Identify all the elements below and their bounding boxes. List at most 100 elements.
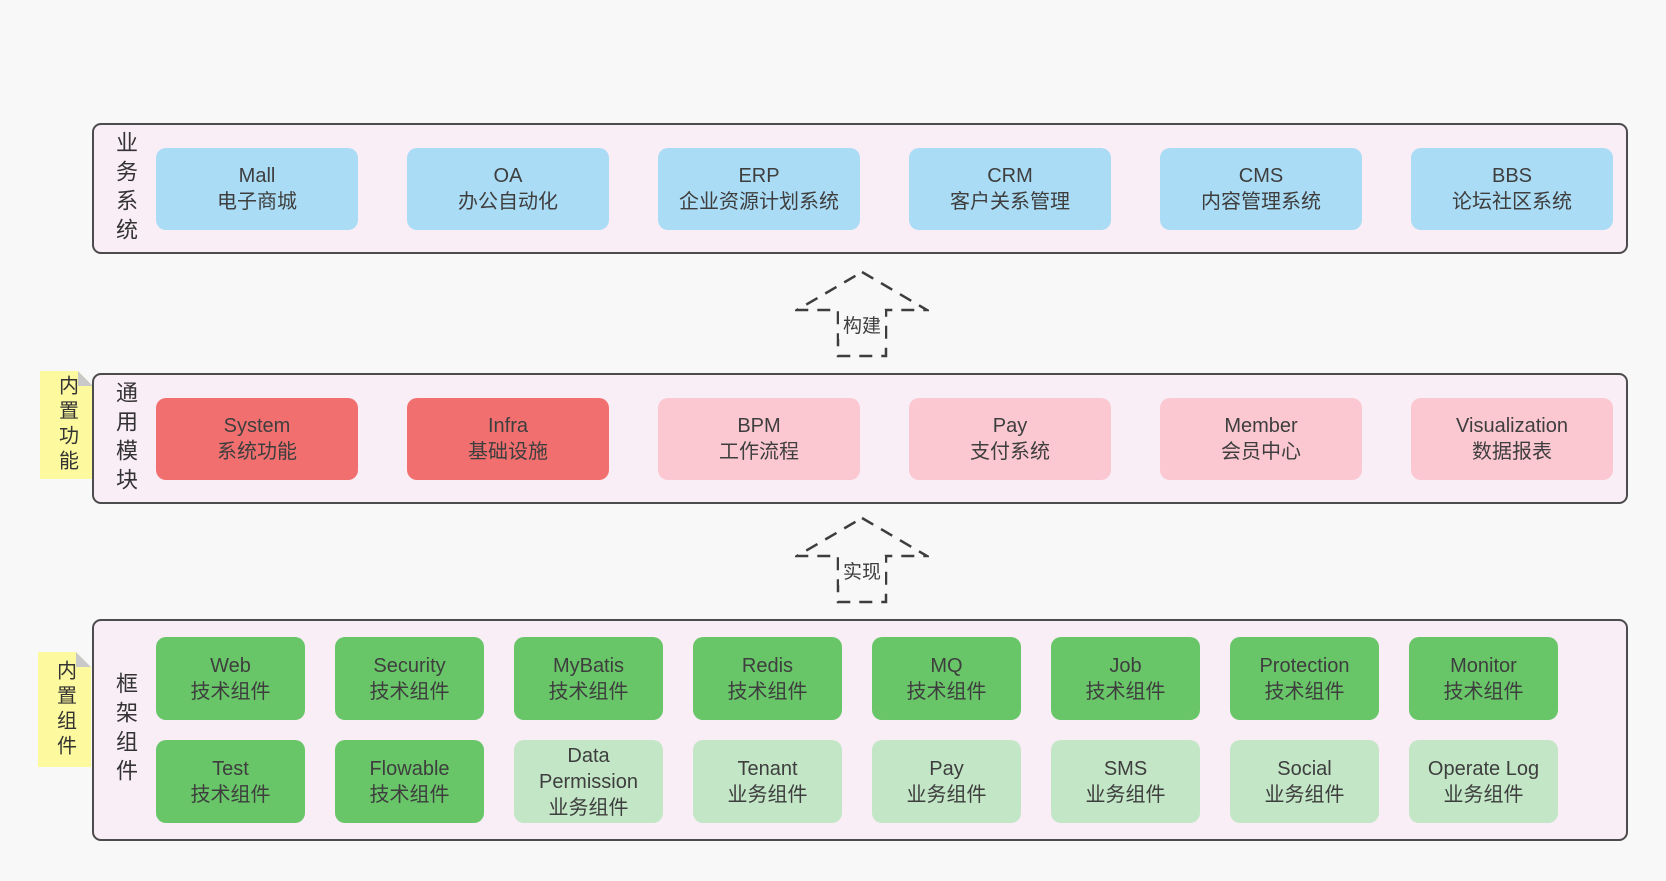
module-box: Web 技术组件 (156, 637, 305, 720)
layer-title-common-modules: 通用模块 (113, 380, 138, 497)
module-name-en: Infra (487, 414, 529, 437)
module-name-en: SMS (1103, 757, 1148, 780)
module-name-en: Monitor (1450, 654, 1517, 677)
module-box: Monitor 技术组件 (1409, 637, 1558, 720)
build-arrow-label: 构建 (838, 310, 886, 339)
module-name-en: CRM (987, 164, 1033, 187)
module-name-zh: 业务组件 (906, 783, 987, 806)
module-name-en: CMS (1238, 164, 1284, 187)
module-name-zh: 业务组件 (1264, 783, 1345, 806)
folded-corner-icon (78, 371, 93, 386)
module-box: Infra 基础设施 (407, 397, 609, 480)
sticky-note-label: 内置组件 (53, 659, 76, 760)
module-name-zh: 会员中心 (1221, 440, 1301, 463)
module-name-en: Mall (238, 164, 276, 187)
module-name-en: BPM (737, 414, 781, 437)
module-box: Social 业务组件 (1230, 740, 1379, 823)
layer-title-framework-components: 框架组件 (113, 672, 138, 788)
module-name-zh: 业务组件 (1443, 783, 1524, 806)
module-box: Pay 业务组件 (872, 740, 1021, 823)
module-box: CMS 内容管理系统 (1160, 147, 1362, 230)
layer-title-business-systems: 业务系统 (113, 130, 138, 247)
layer-label-column: 通用模块 (94, 375, 156, 502)
module-box: System 系统功能 (156, 397, 358, 480)
module-name-en: MyBatis (552, 654, 625, 677)
module-name-en: Member (1224, 414, 1298, 437)
module-box: Security 技术组件 (335, 637, 484, 720)
module-name-en: Redis (741, 654, 794, 677)
framework-components-rows: Web 技术组件 Security 技术组件 MyBatis 技术组件 (156, 621, 1626, 839)
module-name-zh: 技术组件 (548, 680, 629, 703)
module-name-zh: 技术组件 (1264, 680, 1345, 703)
module-name-en: Operate Log (1427, 757, 1540, 780)
module-name-zh: 技术组件 (727, 680, 808, 703)
layer-label-column: 业务系统 (94, 125, 156, 252)
module-box: MQ 技术组件 (872, 637, 1021, 720)
module-name-en: BBS (1491, 164, 1533, 187)
layer-common-modules: 通用模块 System 系统功能 Infra 基础设施 BPM (92, 373, 1628, 504)
module-name-zh: 技术组件 (1443, 680, 1524, 703)
build-arrow: 构建 (795, 270, 929, 358)
folded-corner-icon (76, 652, 91, 667)
module-box: OA 办公自动化 (407, 147, 609, 230)
biz-components-row: Test 技术组件 Flowable 技术组件 Data Permission … (156, 740, 1626, 823)
sticky-note-builtin-features: 内置功能 (40, 371, 93, 479)
module-box: Member 会员中心 (1160, 397, 1362, 480)
module-name-zh: 基础设施 (468, 440, 548, 463)
module-name-en: Test (212, 757, 249, 780)
module-box: Mall 电子商城 (156, 147, 358, 230)
module-box: Operate Log 业务组件 (1409, 740, 1558, 823)
module-name-en: Pay (992, 414, 1028, 437)
module-name-zh: 业务组件 (548, 796, 629, 819)
module-name-en: Security (373, 654, 446, 677)
business-systems-rows: Mall 电子商城 OA 办公自动化 ERP 企业资源计划系统 CRM (156, 125, 1626, 252)
module-box: BPM 工作流程 (658, 397, 860, 480)
module-box: BBS 论坛社区系统 (1411, 147, 1613, 230)
module-name-zh: 办公自动化 (458, 190, 558, 213)
module-name-zh: 内容管理系统 (1201, 190, 1321, 213)
module-name-en: Visualization (1456, 414, 1568, 437)
up-arrow-icon (795, 270, 929, 358)
module-name-zh: 技术组件 (906, 680, 987, 703)
sticky-note-label: 内置功能 (55, 375, 78, 475)
module-name-en: OA (493, 164, 523, 187)
module-box: Protection 技术组件 (1230, 637, 1379, 720)
module-name-zh: 企业资源计划系统 (679, 190, 839, 213)
common-modules-row: System 系统功能 Infra 基础设施 BPM 工作流程 Pay (156, 397, 1626, 480)
module-box: Redis 技术组件 (693, 637, 842, 720)
module-name-zh: 论坛社区系统 (1452, 190, 1572, 213)
module-name-en: Social (1277, 757, 1332, 780)
module-name-en: Data Permission (539, 744, 638, 793)
implement-arrow-label: 实现 (838, 556, 886, 585)
module-name-zh: 支付系统 (970, 440, 1050, 463)
module-name-en: ERP (738, 164, 780, 187)
module-name-en: System (223, 414, 291, 437)
module-name-zh: 技术组件 (190, 783, 271, 806)
module-name-zh: 工作流程 (719, 440, 799, 463)
module-box: Job 技术组件 (1051, 637, 1200, 720)
module-name-en: Pay (929, 757, 964, 780)
module-name-zh: 系统功能 (217, 440, 297, 463)
module-box: Visualization 数据报表 (1411, 397, 1613, 480)
module-box: ERP 企业资源计划系统 (658, 147, 860, 230)
business-systems-row: Mall 电子商城 OA 办公自动化 ERP 企业资源计划系统 CRM (156, 147, 1626, 230)
layer-label-column: 框架组件 (94, 621, 156, 839)
module-box: Tenant 业务组件 (693, 740, 842, 823)
module-box: Pay 支付系统 (909, 397, 1111, 480)
module-box: Flowable 技术组件 (335, 740, 484, 823)
tech-components-row: Web 技术组件 Security 技术组件 MyBatis 技术组件 (156, 637, 1626, 720)
module-name-zh: 电子商城 (217, 190, 297, 213)
module-name-en: Tenant (737, 757, 798, 780)
module-name-en: Protection (1259, 654, 1350, 677)
module-name-zh: 技术组件 (369, 783, 450, 806)
module-box: Data Permission 业务组件 (514, 740, 663, 823)
module-name-zh: 技术组件 (1085, 680, 1166, 703)
up-arrow-icon (795, 516, 929, 604)
module-name-zh: 客户关系管理 (950, 190, 1070, 213)
module-box: CRM 客户关系管理 (909, 147, 1111, 230)
module-box: MyBatis 技术组件 (514, 637, 663, 720)
common-modules-rows: System 系统功能 Infra 基础设施 BPM 工作流程 Pay (156, 375, 1626, 502)
module-name-zh: 技术组件 (190, 680, 271, 703)
module-box: SMS 业务组件 (1051, 740, 1200, 823)
